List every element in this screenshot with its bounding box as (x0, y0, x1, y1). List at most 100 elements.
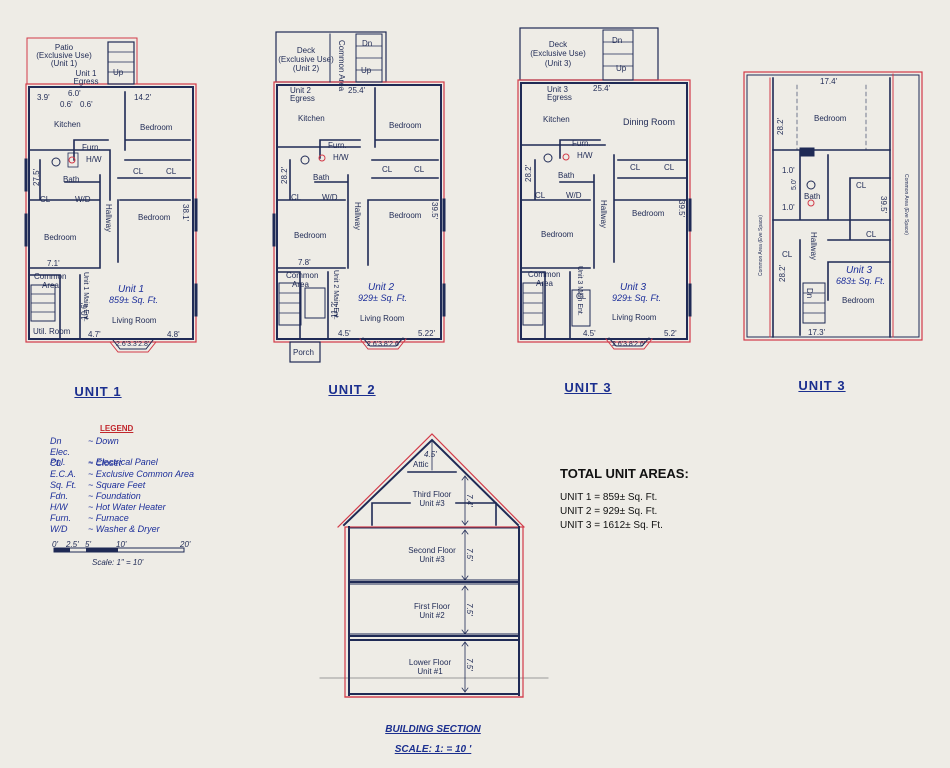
unit1-dim-275: 27.5' (32, 168, 41, 186)
legend-abbr: Sq. Ft. (50, 480, 77, 490)
attic-label: Attic (413, 460, 429, 469)
unit2-common: Common (286, 271, 319, 280)
legend-desc: ~ Foundation (88, 491, 141, 501)
legend-desc: ~ Hot Water Heater (88, 502, 166, 512)
unit1-dim-106: 10.6' (80, 302, 89, 320)
unit3a-cl1: CL (630, 163, 641, 172)
unit1-bedroom-mid: Bedroom (138, 213, 171, 222)
legend-abbr: H/W (50, 502, 68, 512)
legend-row: Furn.~ Furnace (50, 513, 129, 523)
unit1-bath: Bath (63, 175, 80, 184)
unit1-plan (24, 37, 198, 353)
unit3a-deck-unit: (Unit 3) (544, 59, 572, 68)
unit2-bath: Bath (313, 173, 330, 182)
legend-row: Sq. Ft.~ Square Feet (50, 480, 145, 490)
legend-row: E.C.A.~ Exclusive Common Area (50, 469, 194, 479)
unit1-egress: Unit 1 (75, 69, 97, 78)
unit1-dim-381: 38.1' (181, 204, 190, 222)
unit2-dim-254: 25.4' (348, 86, 366, 95)
unit2-hallway: Hallway (353, 202, 362, 231)
unit3b-dn: Dn (805, 288, 814, 299)
legend-row: H/W ~ Hot Water Heater (50, 502, 166, 512)
attic-height: 4.5' (424, 450, 437, 459)
legend-row: Fdn. ~ Foundation (50, 491, 141, 501)
unit3a-furn: Furn. (572, 139, 591, 148)
floor-unit: Unit #3 (419, 555, 445, 564)
unit2-deck-use: (Exclusive Use) (278, 55, 334, 64)
legend-abbr: Fdn. (50, 491, 69, 501)
unit3a-hw: H/W (577, 151, 593, 160)
unit1-patio-use: (Exclusive Use) (36, 51, 92, 60)
unit3a-hallway: Hallway (599, 200, 608, 229)
unit2-kitchen: Kitchen (298, 114, 325, 123)
legend-row: Dn~ Down (50, 436, 119, 446)
unit3a-unit-label: Unit 3 (620, 282, 647, 293)
unit2-up: Up (361, 66, 372, 75)
unit3a-cl2: CL (664, 163, 675, 172)
unit3a-cl-small: CL (576, 292, 587, 301)
unit3b-bath: Bath (804, 192, 821, 201)
unit2-dim-112: 11.2' (330, 301, 339, 318)
unit1-common: Common (34, 272, 67, 281)
unit2-bedroom-left: Bedroom (294, 231, 327, 240)
unit3a-bath: Bath (558, 171, 575, 180)
legend-abbr: CL (50, 458, 62, 468)
floor-name: Second Floor (408, 546, 456, 555)
unit3a-dim-282: 28.2' (524, 164, 533, 182)
unit2-dim-395: 39.5' (430, 202, 439, 220)
unit3b-cl2: CL (866, 230, 877, 239)
unit3-second-floor-plan (517, 27, 692, 350)
unit2-dim-45: 4.5' (338, 329, 351, 338)
scale-tick: 5' (85, 540, 91, 549)
unit2-cl2: CL (414, 165, 425, 174)
unit1-unit-label: Unit 1 (118, 284, 145, 295)
unit3b-unit-label: Unit 3 (846, 265, 873, 276)
unit2-porch: Porch (293, 348, 314, 357)
unit1-dim-71: 7.1' (47, 259, 60, 268)
total-area-row: UNIT 2 = 929± Sq. Ft. (560, 506, 658, 517)
unit1-bedroom-left: Bedroom (44, 233, 77, 242)
unit1-sqft: 859± Sq. Ft. (109, 295, 158, 305)
legend-desc: ~ Washer & Dryer (88, 524, 160, 534)
unit3a-common: Common (528, 270, 561, 279)
scale-tick: 20' (180, 540, 191, 549)
unit3a-bay-dims: 2.6'3.8'2.6' (612, 341, 646, 348)
legend-title: LEGEND (100, 424, 134, 433)
unit1-living: Living Room (112, 316, 157, 325)
unit1-furn: Furn. (82, 143, 101, 152)
legend-abbr: Furn. (50, 513, 72, 523)
unit3a-egress: Unit 3 (547, 85, 568, 94)
floor-height: 7.5' (465, 548, 474, 561)
unit3a-title: UNIT 3 (564, 380, 612, 395)
unit3a-living: Living Room (612, 313, 657, 322)
unit3b-cl3: CL (782, 250, 793, 259)
unit3b-dim-282b: 28.2' (778, 264, 787, 282)
unit3b-dim-10b: 1.0' (782, 203, 795, 212)
legend-row: W/D ~ Washer & Dryer (50, 524, 160, 534)
unit3b-dim-174: 17.4' (820, 77, 838, 86)
unit3b-dim-10a: 1.0' (782, 166, 795, 175)
unit2-dim-78: 7.8' (298, 258, 311, 267)
unit3a-wd: W/D (566, 191, 582, 200)
unit3a-deck-label: Deck (548, 40, 568, 49)
legend-desc: ~ Closet (88, 458, 122, 468)
unit1-wd: W/D (75, 195, 91, 204)
floor-height: 7.5' (465, 603, 474, 616)
unit2-sqft: 929± Sq. Ft. (358, 293, 407, 303)
unit3a-deck-use: (Exclusive Use) (530, 49, 586, 58)
unit2-hw: H/W (333, 153, 349, 162)
unit3-third-floor-plan (743, 71, 923, 341)
unit3b-bedroom-top: Bedroom (814, 114, 847, 123)
unit1-egress2: Egress (73, 77, 99, 86)
unit3a-dim-395: 39.5' (677, 200, 686, 218)
unit3a-bedroom-mid: Bedroom (632, 209, 665, 218)
legend-abbr: W/D (50, 524, 68, 534)
unit1-dim-39: 3.9' (37, 93, 50, 102)
unit3b-dim-282a: 28.2' (776, 117, 785, 135)
unit1-dim-06a: 0.6' (60, 100, 73, 109)
unit1-dim-48: 4.8' (167, 330, 180, 339)
unit3b-title: UNIT 3 (798, 378, 846, 393)
total-area-row: UNIT 3 = 1612± Sq. Ft. (560, 520, 663, 531)
